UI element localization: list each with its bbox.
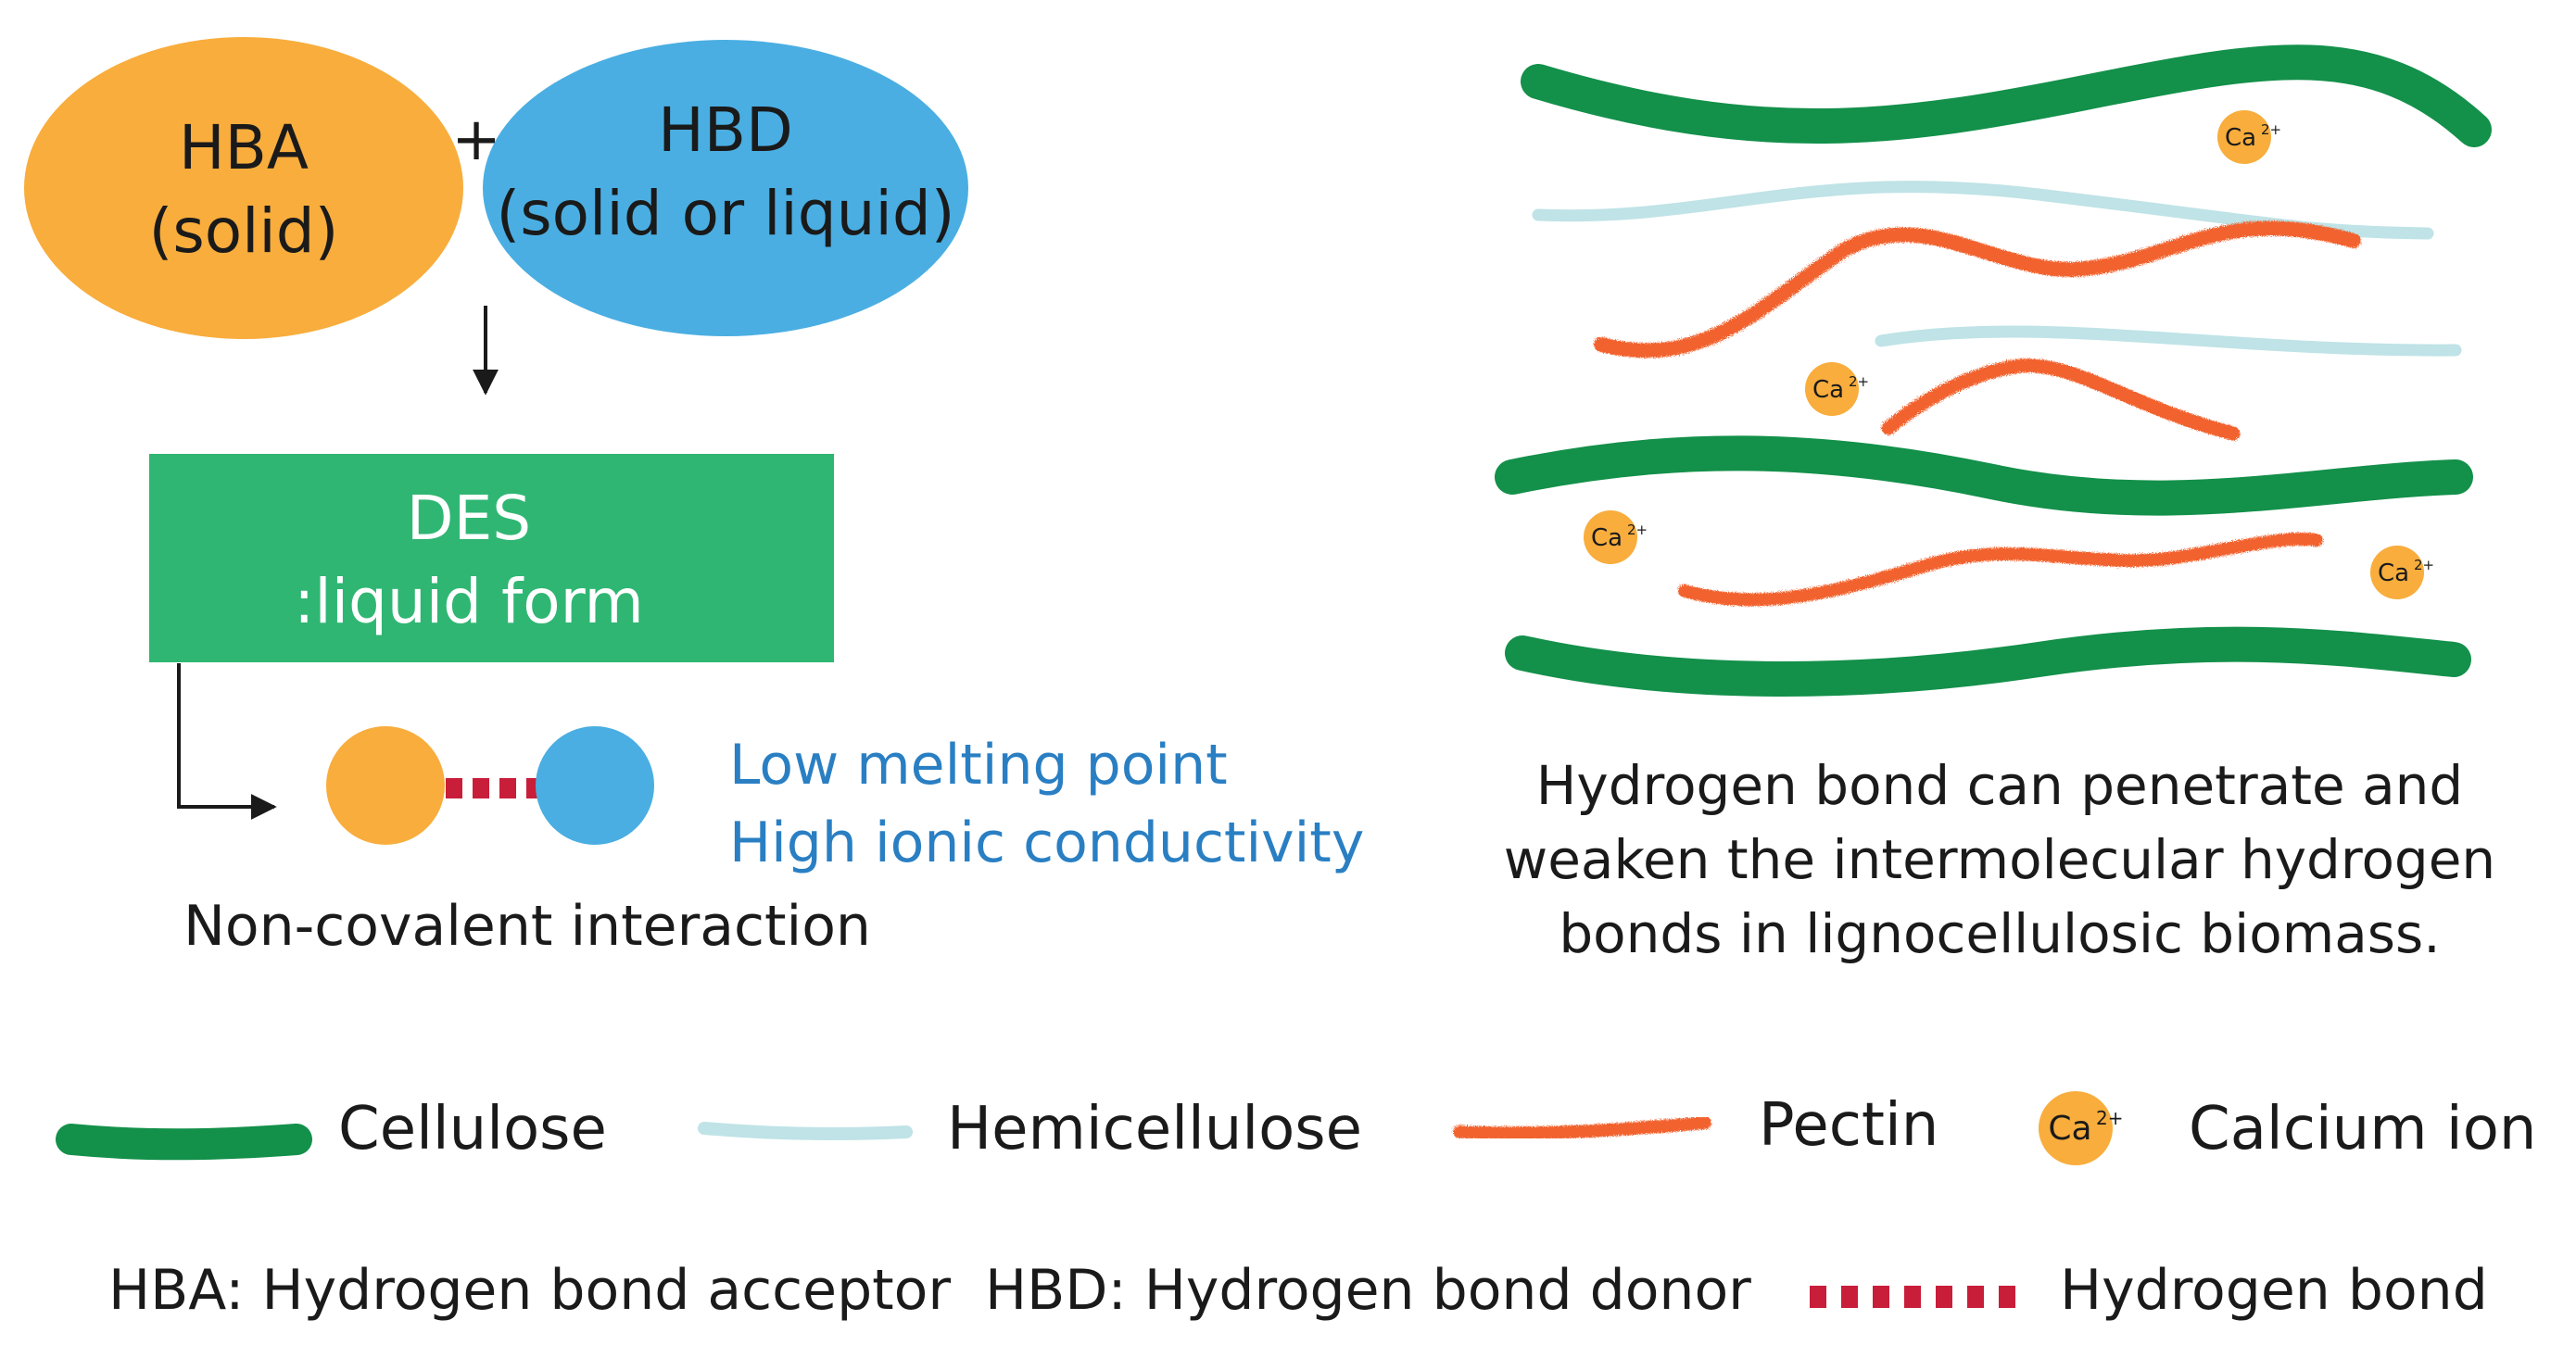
legend-pectin-label: Pectin (1759, 1091, 1938, 1160)
calcium-ion-3: Ca 2+ (1584, 510, 1648, 564)
hemicellulose-fiber-2 (1875, 325, 2462, 357)
hbd-molecule (536, 726, 654, 845)
cellulose-fiber-1 (1521, 44, 2492, 147)
calcium-ion-2: Ca 2+ (1805, 362, 1869, 416)
svg-text:Ca: Ca (2225, 124, 2256, 152)
description-text: Hydrogen bond can penetrate and weaken t… (1504, 754, 2495, 965)
description-line-1: Hydrogen bond can penetrate and (1536, 754, 2464, 817)
cellulose-fiber-2 (1495, 435, 2473, 516)
description-line-2: weaken the intermolecular hydrogen (1504, 828, 2495, 891)
hba-ellipse: HBA (solid) (24, 37, 463, 339)
svg-text:2+: 2+ (2096, 1107, 2123, 1129)
legend-pectin-swatch (1453, 1116, 1711, 1140)
biomass-structure: Ca 2+ Ca 2+ Ca 2+ Ca 2+ (1495, 44, 2492, 697)
legend: Cellulose Hemicellulose Pectin Ca 2+ Cal… (56, 1091, 2536, 1323)
svg-text:2+: 2+ (2261, 121, 2281, 138)
cellulose-fiber-3 (1505, 626, 2471, 697)
hba-label: HBA (179, 112, 309, 183)
hba-state: (solid) (149, 195, 339, 267)
hbd-ellipse: HBD (solid or liquid) (483, 40, 968, 336)
pectin-strand-2 (1881, 358, 2241, 441)
svg-text:Ca: Ca (2378, 559, 2409, 587)
svg-text:Ca: Ca (1812, 376, 1844, 404)
svg-text:2+: 2+ (1849, 373, 1869, 390)
svg-text:2+: 2+ (2414, 557, 2434, 573)
molecule-pair (326, 726, 654, 845)
legend-hemicellulose-label: Hemicellulose (947, 1095, 1362, 1163)
property-ionic-conductivity: High ionic conductivity (729, 811, 1364, 875)
property-low-melting: Low melting point (729, 733, 1228, 798)
calcium-ion-4: Ca 2+ (2370, 546, 2434, 599)
hbd-state: (solid or liquid) (497, 178, 955, 249)
hba-molecule (326, 726, 445, 845)
svg-text:Ca: Ca (2048, 1110, 2091, 1148)
legend-calcium-label: Calcium ion (2189, 1095, 2536, 1163)
interaction-label: Non-covalent interaction (183, 894, 871, 959)
elbow-arrow (177, 663, 277, 820)
description-line-3: bonds in lignocellulosic biomass. (1559, 902, 2440, 965)
svg-text:2+: 2+ (1627, 522, 1648, 538)
pectin-strand-3 (1678, 532, 2323, 607)
legend-hbd-definition: HBD: Hydrogen bond donor (985, 1258, 1751, 1323)
des-label: DES (407, 483, 531, 554)
svg-text:Ca: Ca (1591, 524, 1623, 552)
hbd-label: HBD (658, 94, 793, 166)
legend-hbond-label: Hydrogen bond (2060, 1258, 2488, 1323)
legend-hba-definition: HBA: Hydrogen bond acceptor (108, 1258, 951, 1323)
calcium-ion-1: Ca 2+ (2217, 110, 2281, 164)
legend-calcium-swatch: Ca 2+ (2039, 1091, 2123, 1165)
legend-cellulose-label: Cellulose (338, 1095, 607, 1163)
legend-cellulose-swatch (56, 1124, 312, 1161)
pectin-strand-1 (1594, 220, 2361, 358)
legend-hemicellulose-swatch (698, 1122, 913, 1141)
des-form: :liquid form (294, 566, 644, 637)
des-box: DES :liquid form (149, 454, 834, 662)
